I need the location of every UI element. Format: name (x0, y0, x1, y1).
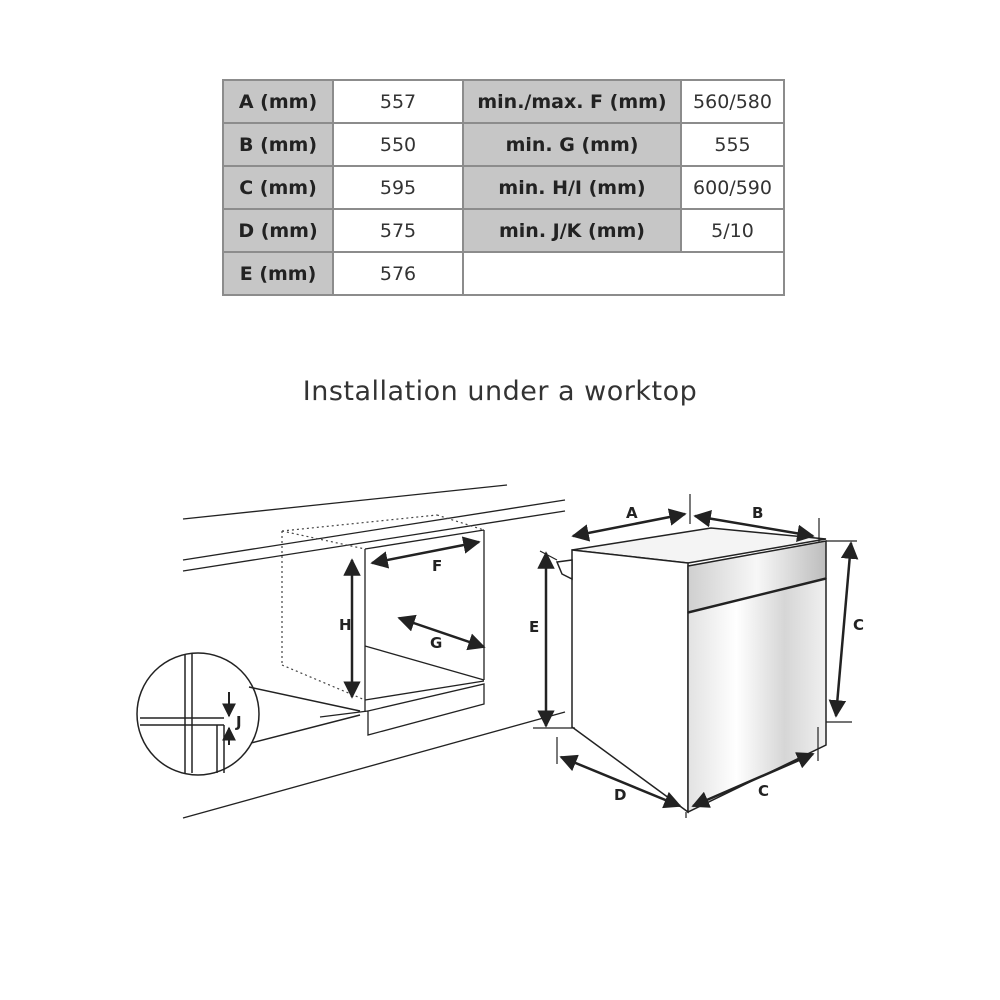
value-cell: 557 (332, 79, 464, 124)
label-j: J (235, 713, 242, 731)
table-row: B (mm) 550 min. G (mm) 555 (222, 122, 785, 167)
detail-magnifier (136, 652, 361, 776)
label-c-bottom: C (758, 782, 769, 800)
table-row: A (mm) 557 min./max. F (mm) 560/580 (222, 79, 785, 124)
table-row: C (mm) 595 min. H/I (mm) 600/590 (222, 165, 785, 210)
label-d: D (614, 786, 626, 804)
worktop-scene (182, 484, 566, 819)
oven-appliance (555, 527, 827, 814)
label-cell: C (mm) (222, 165, 334, 210)
value-cell: 560/580 (680, 79, 785, 124)
label-cell: min. J/K (mm) (462, 208, 682, 253)
dimension-f: F (370, 536, 481, 575)
value-cell: 576 (332, 251, 464, 296)
value-cell: 575 (332, 208, 464, 253)
dimensions-table: A (mm) 557 min./max. F (mm) 560/580 B (m… (222, 79, 785, 296)
table-row: D (mm) 575 min. J/K (mm) 5/10 (222, 208, 785, 253)
value-cell: 5/10 (680, 208, 785, 253)
value-cell: 600/590 (680, 165, 785, 210)
label-cell: A (mm) (222, 79, 334, 124)
dimension-h: H (339, 558, 361, 699)
label-cell: min. G (mm) (462, 122, 682, 167)
label-cell: E (mm) (222, 251, 334, 296)
dimension-e: E (529, 551, 555, 728)
dimension-a: A (571, 504, 687, 542)
label-h: H (339, 616, 352, 634)
dimension-c-bottom: C (691, 752, 815, 808)
value-cell: 555 (680, 122, 785, 167)
label-f: F (432, 557, 442, 575)
empty-cell (462, 251, 785, 296)
diagram-title: Installation under a worktop (302, 376, 698, 407)
label-cell: B (mm) (222, 122, 334, 167)
table-row: E (mm) 576 (222, 251, 785, 296)
label-e: E (529, 618, 539, 636)
oven-outline-dotted (281, 514, 485, 701)
dimension-c-right: C (828, 541, 864, 718)
label-c-right: C (853, 616, 864, 634)
label-cell: min. H/I (mm) (462, 165, 682, 210)
label-a: A (626, 504, 638, 522)
dimension-d: D (559, 754, 682, 809)
label-cell: D (mm) (222, 208, 334, 253)
label-b: B (752, 504, 763, 522)
value-cell: 550 (332, 122, 464, 167)
dimension-b: B (693, 504, 815, 542)
dimension-g: G (397, 614, 486, 652)
label-cell: min./max. F (mm) (462, 79, 682, 124)
label-g: G (430, 634, 442, 652)
value-cell: 595 (332, 165, 464, 210)
